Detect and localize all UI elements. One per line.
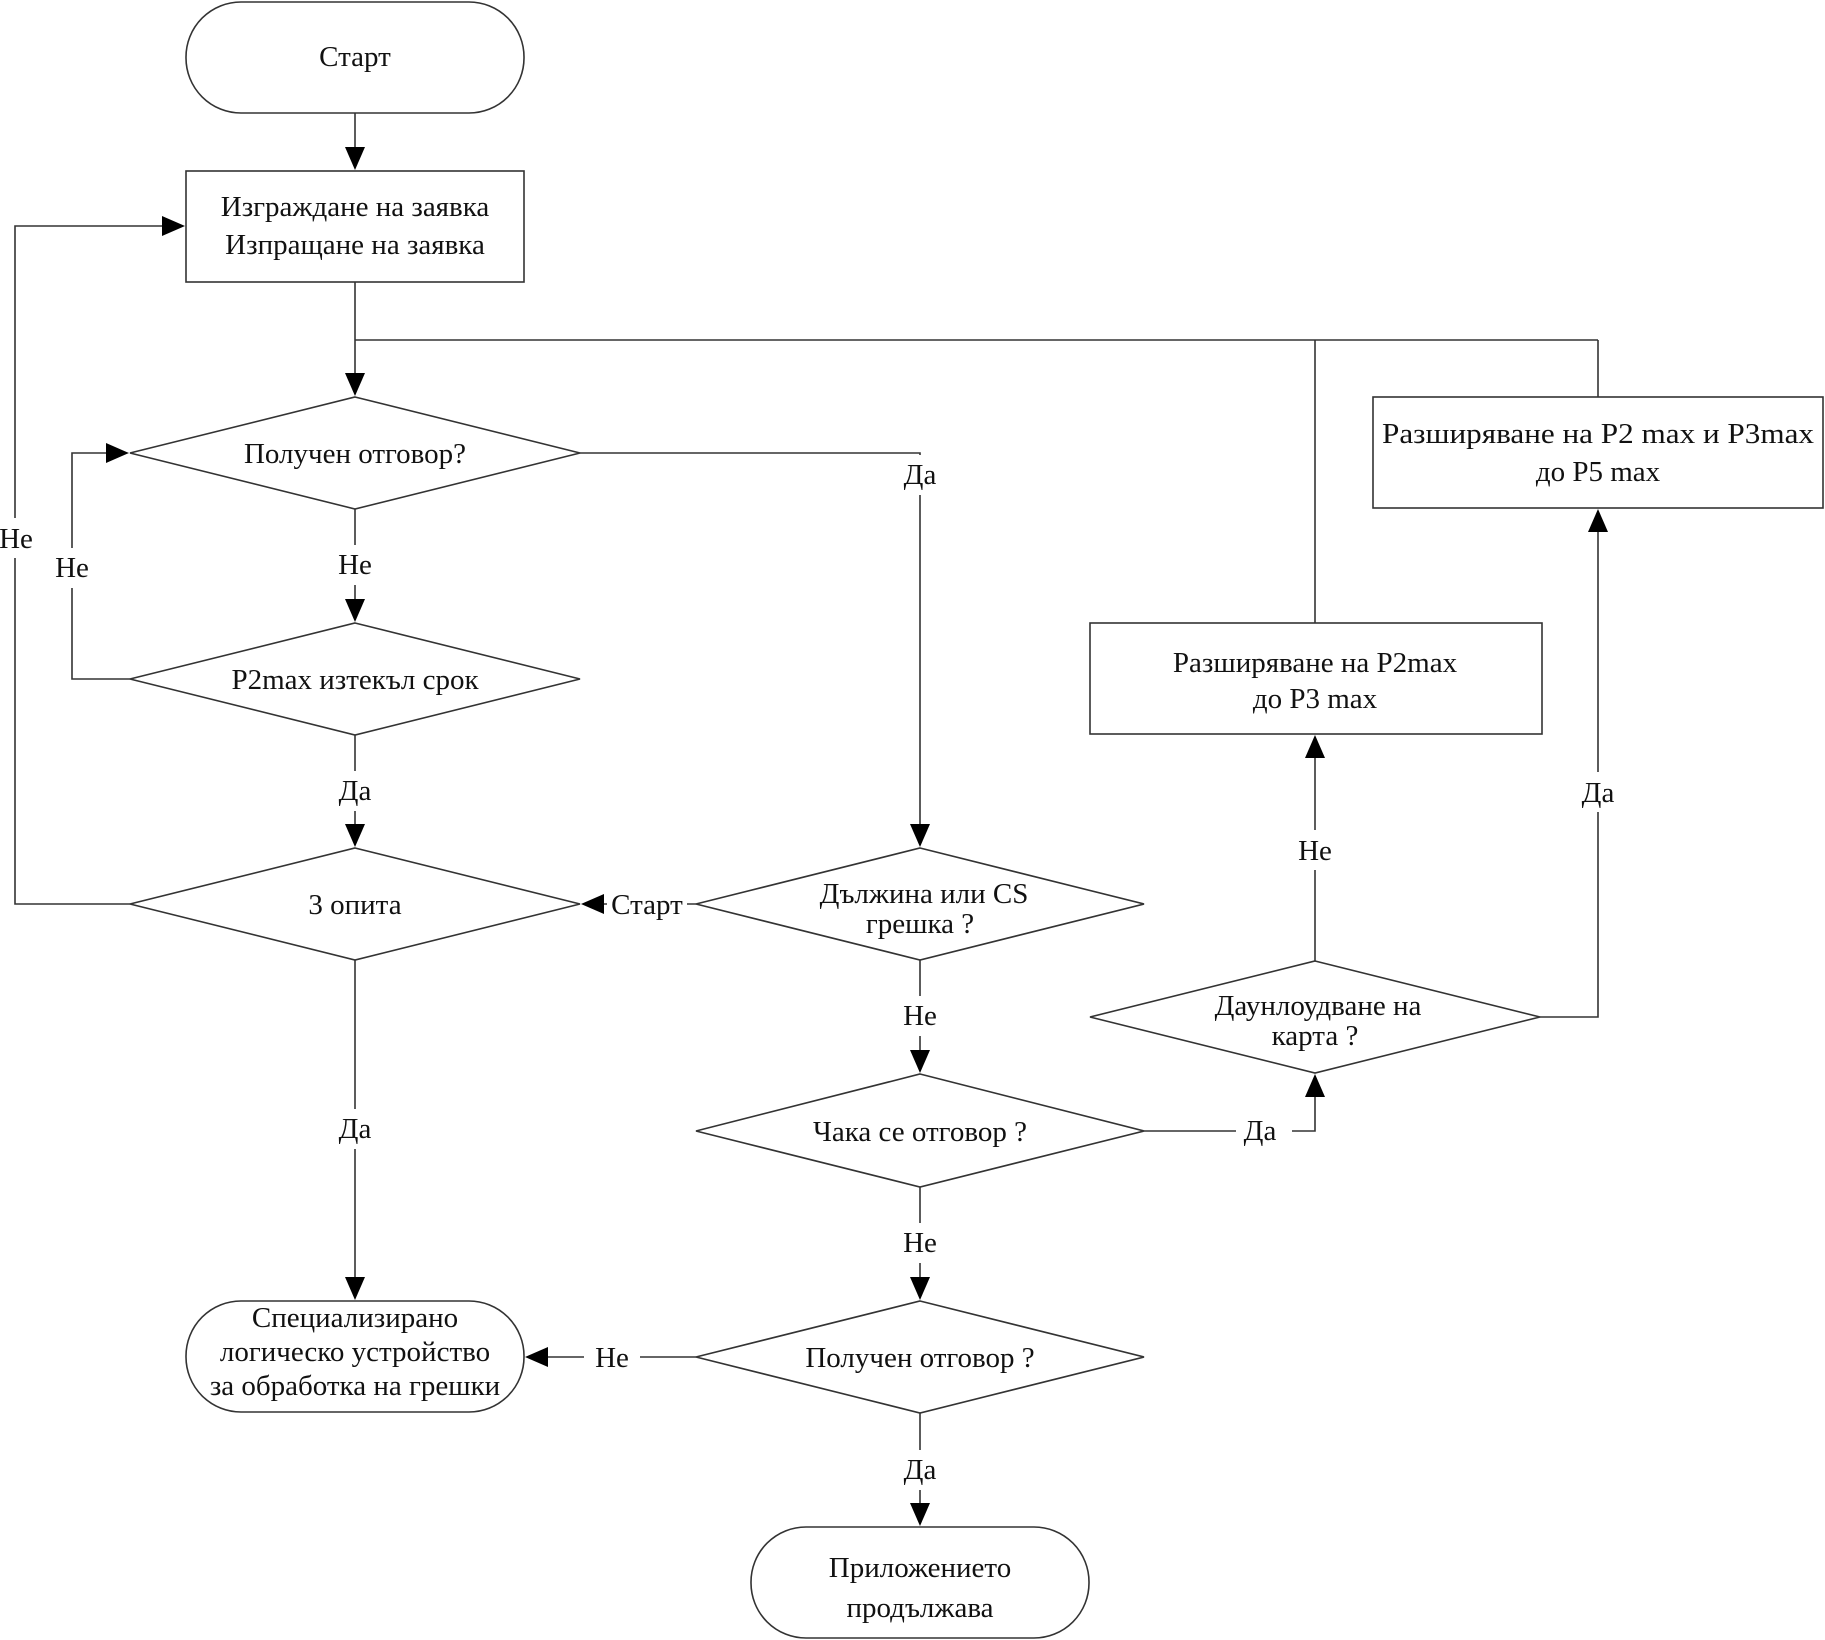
extend-p2-p3-p5-box	[1372, 396, 1824, 509]
error-handler-label-3: за обработка на грешки	[210, 1370, 500, 1402]
start-label: Старт	[319, 41, 391, 73]
extend-p2-p3-label-2: до P3 max	[1253, 683, 1378, 715]
length-cs-error-label-1: Дължина или CS	[820, 878, 1029, 910]
card-download-label-2: карта ?	[1272, 1020, 1359, 1052]
edge-label-yes-card: Да	[1582, 777, 1615, 809]
extend-p2-p3-p5-label-2: до P5 max	[1536, 456, 1661, 488]
edge-label-no-loop: Не	[55, 552, 89, 584]
arrowheads	[106, 147, 1608, 1526]
response-received-label: Получен отговор?	[244, 438, 466, 470]
send-request-label: Изпращане на заявка	[225, 229, 485, 261]
app-continues-terminal	[750, 1526, 1090, 1639]
edge-label-yes-response: Да	[904, 459, 937, 491]
length-cs-error-label-2: грешка ?	[866, 908, 974, 940]
edge-label-no-outer: Не	[0, 523, 33, 555]
edge-label-yes-waiting: Да	[1244, 1115, 1277, 1147]
label-backgrounds	[0, 455, 1626, 1490]
waiting-response-label: Чака се отговор ?	[813, 1116, 1027, 1148]
three-attempts-label: 3 опита	[308, 889, 401, 921]
extend-p2-p3-box	[1089, 622, 1543, 735]
build-request-label: Изграждане на заявка	[221, 191, 490, 223]
error-handler-terminal	[185, 1300, 525, 1413]
edge-label-yes-p2max: Да	[339, 775, 372, 807]
card-download-decision	[1089, 960, 1541, 1074]
p2max-expired-label: P2max изтекъл срок	[231, 664, 479, 696]
app-continues-label-1: Приложението	[829, 1552, 1011, 1584]
edge-label-start: Старт	[611, 889, 683, 921]
extend-p2-p3-label-1: Разширяване на P2max	[1173, 647, 1458, 679]
build-send-request-box	[185, 170, 525, 283]
edge-label-yes-attempts: Да	[339, 1113, 372, 1145]
edge-label-yes-final: Да	[904, 1454, 937, 1486]
error-handler-label-2: логическо устройство	[220, 1336, 490, 1368]
extend-p2-p3-p5-label-1: Разширяване на P2 max и P3max	[1382, 418, 1815, 450]
edge-label-no-card: Не	[1298, 835, 1332, 867]
card-download-label-1: Даунлоудване на	[1215, 990, 1422, 1022]
app-continues-label-2: продължава	[847, 1592, 994, 1624]
edge-label-no-error: Не	[595, 1342, 629, 1374]
edge-label-no-response: Не	[338, 549, 372, 581]
response-received-label-2: Получен отговор ?	[805, 1342, 1034, 1374]
error-handler-label-1: Специализирано	[252, 1302, 458, 1334]
edge-label-no-waiting: Не	[903, 1227, 937, 1259]
edge-label-no-cs: Не	[903, 1000, 937, 1032]
